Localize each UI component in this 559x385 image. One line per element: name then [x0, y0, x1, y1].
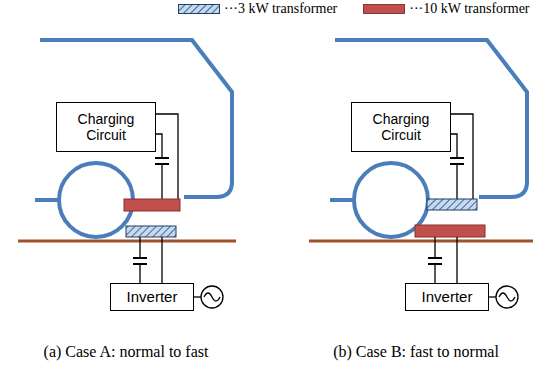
transformer-10kw — [415, 225, 485, 237]
capacitor-symbol — [450, 158, 464, 164]
capacitor-symbol — [428, 258, 442, 264]
box-label: Charging Circuit — [352, 111, 450, 143]
box-label: Charging Circuit — [57, 111, 155, 143]
capacitor-symbol — [133, 258, 147, 264]
box-label: Inverter — [127, 288, 178, 305]
sine-symbol — [499, 293, 515, 301]
wire — [434, 237, 435, 283]
subfigure-caption: (b) Case B: fast to normal — [333, 343, 499, 361]
ground — [309, 240, 533, 243]
component-box: Inverter — [405, 283, 489, 311]
wheel — [59, 163, 133, 237]
car-body — [35, 198, 58, 202]
ground — [18, 240, 236, 243]
sine-symbol — [204, 293, 220, 301]
legend-swatch — [363, 4, 405, 14]
transformer-10kw — [124, 199, 180, 211]
ac-source — [201, 286, 223, 308]
panel-b — [309, 40, 533, 308]
ac-source — [496, 286, 518, 308]
subfigure-caption: (a) Case A: normal to fast — [44, 343, 209, 361]
hatch-sample — [179, 5, 220, 14]
wire — [139, 237, 140, 283]
panel-a — [18, 40, 236, 308]
transformer-3kw — [427, 199, 477, 210]
wire — [456, 237, 457, 283]
component-box: Charging Circuit — [56, 102, 156, 152]
car-body — [330, 198, 353, 202]
wire — [489, 296, 496, 297]
wire — [161, 237, 162, 283]
transformer-3kw — [126, 226, 176, 237]
legend-text: ···10 kW transformer — [409, 1, 529, 17]
legend-swatch — [178, 4, 220, 14]
legend-item: ···3 kW transformer — [178, 1, 337, 17]
legend: ···3 kW transformer ···10 kW transformer — [178, 1, 530, 17]
component-box: Charging Circuit — [351, 102, 451, 152]
legend-item: ···10 kW transformer — [363, 1, 529, 17]
box-label: Inverter — [422, 288, 473, 305]
component-box: Inverter — [110, 283, 194, 311]
capacitor-symbol — [155, 158, 169, 164]
legend-text: ···3 kW transformer — [224, 1, 337, 17]
wire — [194, 296, 201, 297]
